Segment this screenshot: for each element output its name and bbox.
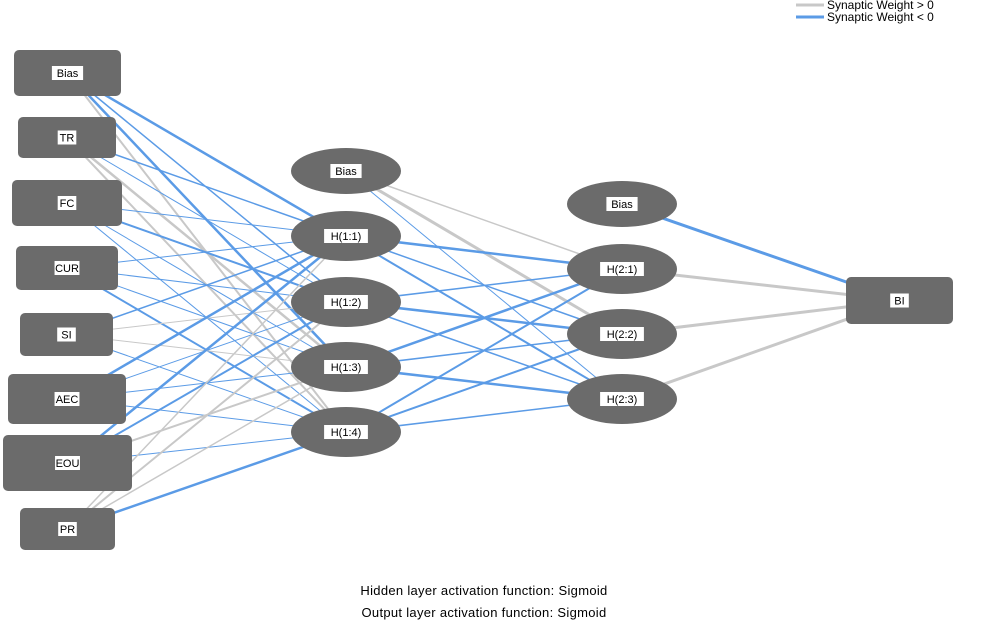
node-label-box-in-eou <box>55 456 80 470</box>
connection-in-si-to-h11 <box>65 235 347 336</box>
node-label-h13: H(1:3) <box>331 362 362 374</box>
hidden-activation-text: Hidden layer activation function: Sigmoi… <box>360 583 607 598</box>
connection-in-pr-to-h13 <box>66 366 347 530</box>
node-label-box-in-cur <box>54 261 80 275</box>
node-label-h12: H(1:2) <box>331 297 362 309</box>
node-label-in-cur: CUR <box>55 263 79 275</box>
legend-positive-label: Synaptic Weight > 0 <box>827 0 934 12</box>
node-h23: H(2:3) <box>567 374 677 424</box>
legend: Synaptic Weight > 0 Synaptic Weight < 0 <box>796 0 934 24</box>
node-label-box-h14 <box>324 425 368 439</box>
node-label-in-tr: TR <box>60 133 75 145</box>
node-out-bi: BI <box>846 277 953 324</box>
node-label-box-h22 <box>600 327 644 341</box>
node-in-pr: PR <box>20 508 115 550</box>
node-in-cur: CUR <box>16 246 118 290</box>
connection-in-eou-to-h11 <box>66 234 348 465</box>
node-label-in-si: SI <box>61 330 71 342</box>
node-label-box-h13 <box>324 360 368 374</box>
node-in-aec: AEC <box>8 374 126 424</box>
node-h2-bias: Bias <box>567 181 677 227</box>
node-h11: H(1:1) <box>291 211 401 261</box>
node-label-box-h1-bias <box>330 164 362 178</box>
node-h14: H(1:4) <box>291 407 401 457</box>
node-h1-bias: Bias <box>291 148 401 194</box>
node-label-in-pr: PR <box>60 524 75 536</box>
node-label-box-in-bias <box>51 66 84 80</box>
node-in-eou: EOU <box>3 435 132 491</box>
node-label-out-bi: BI <box>894 296 904 308</box>
connection-h13-to-h21 <box>344 267 624 369</box>
node-label-h23: H(2:3) <box>607 394 638 406</box>
node-label-in-eou: EOU <box>56 458 80 470</box>
node-h13: H(1:3) <box>291 342 401 392</box>
node-label-h14: H(1:4) <box>331 427 362 439</box>
node-label-h21: H(2:1) <box>607 264 638 276</box>
connection-in-pr-to-h12 <box>66 301 347 530</box>
node-label-in-bias: Bias <box>57 68 79 80</box>
node-label-h11: H(1:1) <box>331 231 362 243</box>
connection-h1-bias-to-h21 <box>345 170 623 270</box>
node-label-box-in-si <box>57 327 76 342</box>
node-label-h22: H(2:2) <box>607 329 638 341</box>
node-label-box-out-bi <box>890 293 909 308</box>
output-activation-text: Output layer activation function: Sigmoi… <box>362 605 607 620</box>
node-label-box-h21 <box>600 262 644 276</box>
node-label-box-in-aec <box>54 392 80 406</box>
connection-h14-to-h21 <box>345 268 623 433</box>
node-label-box-h11 <box>324 229 368 243</box>
node-label-box-h23 <box>600 392 644 406</box>
node-label-box-h12 <box>324 295 368 309</box>
legend-negative-label: Synaptic Weight < 0 <box>827 10 934 24</box>
node-label-h2-bias: Bias <box>611 199 633 211</box>
node-label-h1-bias: Bias <box>335 166 357 178</box>
node-h21: H(2:1) <box>567 244 677 294</box>
connection-h14-to-h22 <box>345 333 623 433</box>
node-label-box-in-tr <box>57 130 77 145</box>
node-label-box-h2-bias <box>606 197 638 211</box>
node-label-box-in-fc <box>57 196 77 210</box>
connections <box>65 71 901 531</box>
node-h12: H(1:2) <box>291 277 401 327</box>
node-label-box-in-pr <box>58 522 77 536</box>
node-label-in-fc: FC <box>60 198 75 210</box>
node-label-in-aec: AEC <box>56 394 79 406</box>
connection-in-aec-to-h11 <box>65 234 348 401</box>
connection-in-bias-to-h11 <box>66 71 348 238</box>
node-in-fc: FC <box>12 180 122 226</box>
node-in-si: SI <box>20 313 113 356</box>
node-in-tr: TR <box>18 117 116 158</box>
nodes: BiasTRFCCURSIAECEOUPRBiasH(1:1)H(1:2)H(1… <box>3 50 953 550</box>
node-h22: H(2:2) <box>567 309 677 359</box>
node-in-bias: Bias <box>14 50 121 96</box>
footer: Hidden layer activation function: Sigmoi… <box>360 583 607 620</box>
